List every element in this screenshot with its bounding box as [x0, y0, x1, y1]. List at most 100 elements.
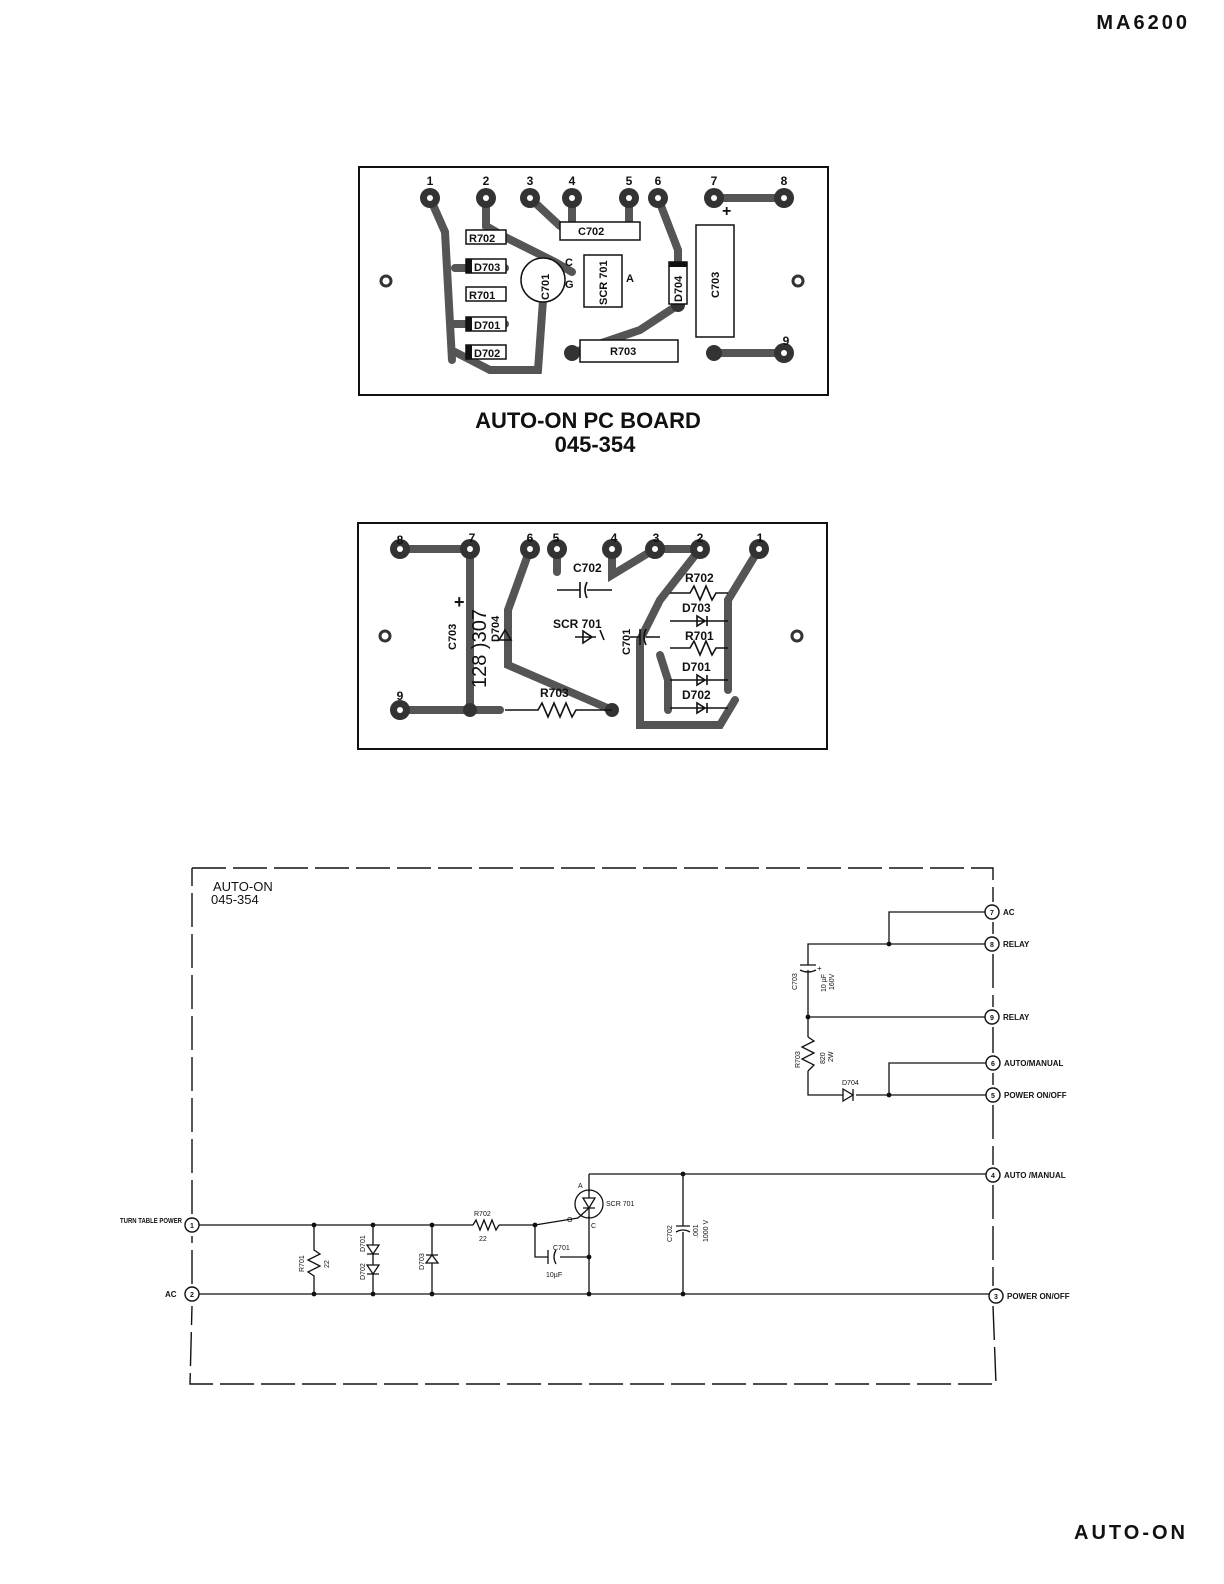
c701-label: C701: [553, 1245, 570, 1252]
r703-label: R703: [795, 1051, 802, 1068]
c702-value-label: .001: [693, 1224, 700, 1238]
terminal-label: TURN TABLE POWER: [120, 1218, 182, 1225]
pad-label: 6: [527, 531, 534, 545]
c703-voltage-label: 160V: [829, 973, 836, 990]
r702-part: [465, 229, 507, 245]
c702-label: C702: [667, 1225, 674, 1242]
scr-gate-label: G: [567, 1217, 572, 1224]
pad-label: 1: [757, 531, 764, 545]
pad-label: 2: [483, 174, 490, 188]
c703-label: C703: [710, 272, 722, 298]
pad-label: 3: [653, 531, 660, 545]
schematic-title: AUTO-ON: [213, 879, 273, 894]
terminal-number: 7: [990, 910, 994, 917]
terminal-label: AUTO/MANUAL: [1004, 1059, 1064, 1068]
pad-label: 2: [697, 531, 704, 545]
d703-label: D703: [474, 262, 500, 274]
terminal-number: 5: [991, 1093, 995, 1100]
c703-label: C703: [447, 624, 459, 650]
d701-label: D701: [474, 320, 500, 332]
terminal-number: 6: [991, 1061, 995, 1068]
mounting-hole: [379, 274, 393, 288]
terminal-label: RELAY: [1003, 1013, 1030, 1022]
pad-label: 8: [781, 174, 788, 188]
board-title: AUTO-ON PC BOARD: [475, 408, 701, 433]
terminal-number: 2: [190, 1292, 194, 1299]
pad-label: 5: [553, 531, 560, 545]
r701-label: R701: [299, 1255, 306, 1272]
board-part-number: 045-354: [555, 432, 637, 457]
page-section-title: AUTO-ON: [1074, 1522, 1188, 1544]
c703-value-label: 10 µF: [821, 974, 828, 992]
gate-label: G: [565, 279, 574, 291]
r701-label: R701: [469, 290, 495, 302]
pad-label: 8: [397, 533, 404, 547]
d702-label: D702: [682, 688, 711, 702]
c702-label: C702: [578, 226, 604, 238]
pad-label: 3: [527, 174, 534, 188]
scr701-label: SCR 701: [553, 617, 602, 631]
d701-label: D701: [360, 1235, 367, 1252]
c701-part: [520, 257, 566, 303]
polarity-plus: +: [454, 592, 465, 612]
r703-value-label: 820: [820, 1052, 827, 1064]
r701-label: R701: [685, 629, 714, 643]
scr701-label: SCR 701: [598, 260, 610, 305]
terminal-number: 9: [990, 1015, 994, 1022]
model-number: MA6200: [1096, 12, 1190, 34]
terminal-label: RELAY: [1003, 940, 1030, 949]
d704-label: D704: [842, 1080, 859, 1087]
schematic-diagram: AUTO-ON 045-354 7 8 9 6 5 4 3 1 2 AC REL…: [120, 867, 1070, 1385]
c701-label: C701: [540, 274, 552, 300]
c703-label: C703: [792, 973, 799, 990]
d703-label: D703: [682, 601, 711, 615]
polarity-plus: +: [722, 203, 731, 220]
mounting-hole: [791, 274, 805, 288]
terminal-label: AC: [165, 1290, 177, 1299]
r701-value-label: 22: [324, 1260, 331, 1268]
pad-label: 7: [711, 174, 718, 188]
c703-part: [695, 224, 735, 338]
d702-label: D702: [474, 348, 500, 360]
terminal-number: 3: [994, 1294, 998, 1301]
d704-label: D704: [490, 615, 502, 642]
pad-label: 9: [397, 689, 404, 703]
r703-label: R703: [540, 686, 569, 700]
mounting-hole: [378, 629, 392, 643]
terminal-label: POWER ON/OFF: [1004, 1091, 1067, 1100]
terminal-number: 4: [991, 1173, 995, 1180]
d702-label: D702: [360, 1263, 367, 1280]
d704-label: D704: [673, 275, 685, 302]
d703-label: D703: [419, 1253, 426, 1270]
c703-value-label: 128 )307: [469, 609, 491, 688]
terminal-label: POWER ON/OFF: [1007, 1292, 1070, 1301]
pad-label: 6: [655, 174, 662, 188]
scr701-part: [583, 254, 623, 308]
c702-part: [559, 221, 641, 241]
r703-label: R703: [610, 346, 636, 358]
pad-label: 4: [569, 174, 576, 188]
r702-label: R702: [474, 1211, 491, 1218]
c702-voltage-label: 1000 V: [703, 1219, 710, 1242]
mounting-hole: [790, 629, 804, 643]
r703-wattage-label: 2W: [828, 1051, 835, 1062]
pad-label: 9: [783, 334, 790, 348]
terminal-number: 8: [990, 942, 994, 949]
c703-polarity: +: [817, 964, 822, 973]
terminal-number: 1: [190, 1223, 194, 1230]
cathode-label: C: [565, 257, 573, 269]
pc-board-foil-side: 8 7 6 5 4 3 2 1 9 C702 R702 D703: [357, 522, 828, 750]
schematic-part-number: 045-354: [211, 892, 259, 907]
c701-label: C701: [621, 629, 633, 655]
c701-value-label: 10µF: [546, 1272, 562, 1279]
pad-label: 1: [427, 174, 434, 188]
terminal-label: AUTO /MANUAL: [1004, 1171, 1066, 1180]
d701-label: D701: [682, 660, 711, 674]
anode-label: A: [626, 273, 634, 285]
r702-value-label: 22: [479, 1236, 487, 1243]
scr-anode-label: A: [578, 1183, 583, 1190]
pad-label: 7: [469, 531, 476, 545]
pad-label: 5: [626, 174, 633, 188]
scr701-label: SCR 701: [606, 1201, 635, 1208]
